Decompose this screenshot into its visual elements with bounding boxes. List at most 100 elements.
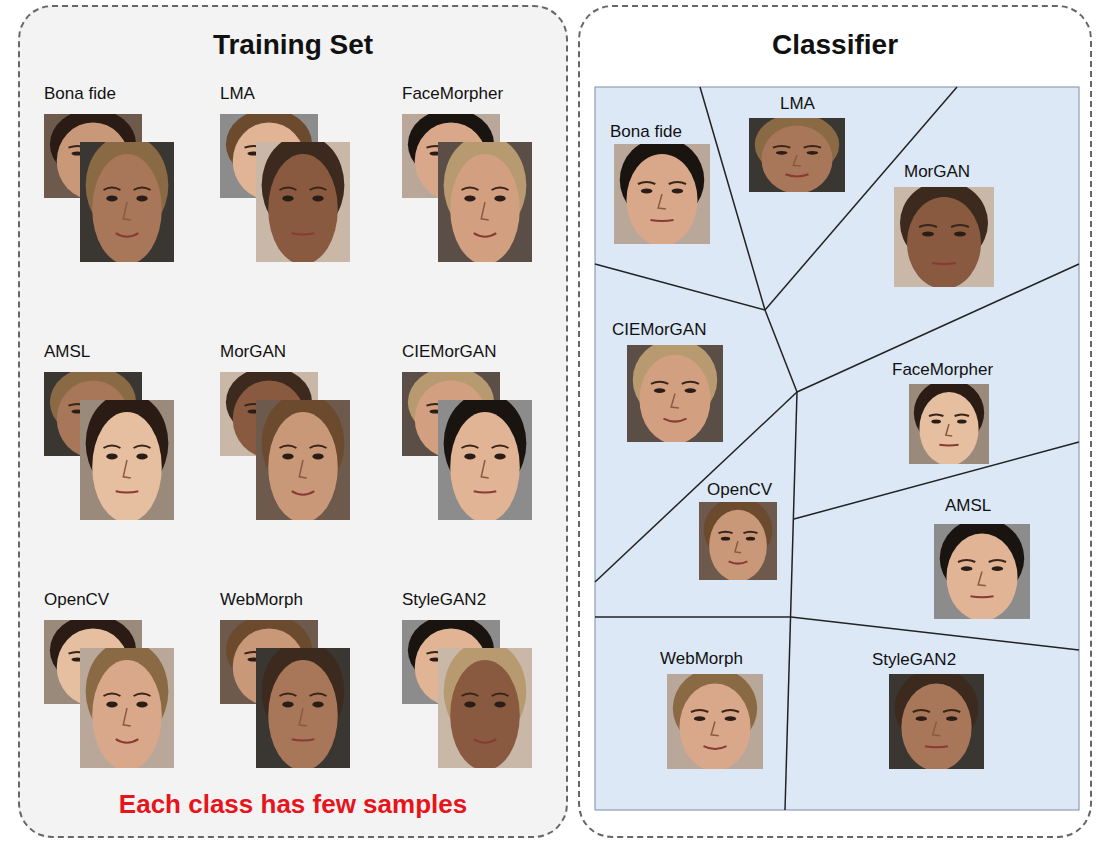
class-label: Bona fide: [44, 84, 116, 104]
eyebrow: [722, 710, 739, 712]
decision-boundary: [595, 616, 791, 618]
eye: [106, 195, 117, 201]
class-label: OpenCV: [44, 590, 109, 610]
nose: [299, 202, 307, 220]
face-skin: [919, 392, 978, 466]
eyebrow: [651, 382, 668, 384]
eye: [464, 195, 475, 201]
face-skin: [901, 684, 971, 771]
eyebrow: [943, 710, 960, 712]
eye: [464, 701, 475, 707]
mouth: [292, 739, 315, 740]
eyebrow: [462, 694, 479, 696]
mouth: [785, 174, 808, 176]
eyebrow: [310, 188, 327, 190]
training-panel: Training SetEach class has few samplesBo…: [18, 5, 568, 838]
face-skin: [92, 660, 162, 770]
eye: [946, 716, 957, 721]
mouth: [292, 491, 315, 495]
nose: [933, 722, 941, 736]
feature-space: [595, 87, 1079, 810]
eye: [282, 701, 293, 707]
eye: [654, 388, 666, 393]
eyebrow: [958, 560, 975, 562]
eye: [992, 566, 1004, 571]
face-skin: [709, 510, 767, 582]
eyebrow: [492, 694, 509, 696]
nose: [123, 460, 131, 478]
class-label: LMA: [780, 94, 815, 114]
eye: [136, 195, 147, 201]
face-skin: [450, 412, 520, 522]
eye: [106, 701, 117, 707]
eye: [725, 716, 737, 721]
class-label: FaceMorpher: [892, 360, 993, 380]
eye: [807, 151, 819, 155]
decision-boundary: [791, 617, 1079, 650]
nose: [299, 708, 307, 726]
nose: [793, 155, 801, 166]
eye: [464, 453, 475, 459]
eyebrow: [134, 188, 151, 190]
eye: [136, 701, 147, 707]
face-photo: [909, 379, 989, 465]
eyebrow: [989, 560, 1006, 562]
eyebrow: [310, 694, 327, 696]
eyebrow: [951, 225, 969, 227]
decision-boundary: [595, 264, 765, 310]
eyebrow: [913, 710, 930, 712]
face-skin: [268, 412, 338, 522]
nose: [946, 424, 952, 436]
eyebrow: [743, 532, 757, 534]
face-skin: [268, 660, 338, 770]
class-label: FaceMorpher: [402, 84, 503, 104]
nose: [123, 202, 131, 220]
class-label: WebMorph: [660, 649, 743, 669]
mouth: [703, 746, 726, 749]
class-label: StyleGAN2: [402, 590, 486, 610]
class-label: Bona fide: [610, 122, 682, 142]
class-label: OpenCV: [707, 480, 772, 500]
eye: [954, 232, 966, 237]
face-photo: [934, 518, 1030, 621]
class-label: MorGAN: [904, 162, 970, 182]
face-photo: [438, 393, 532, 523]
class-label: AMSL: [44, 342, 90, 362]
face-photo: [614, 138, 710, 246]
mouth: [932, 263, 956, 264]
eyebrow: [310, 446, 327, 448]
eye: [282, 453, 293, 459]
eyebrow: [134, 694, 151, 696]
eye: [312, 195, 323, 201]
mouth: [474, 233, 497, 237]
eyebrow: [492, 188, 509, 190]
face-skin: [761, 125, 832, 193]
eyebrow: [929, 414, 943, 416]
eye: [694, 716, 706, 721]
eye: [961, 566, 973, 571]
face-photo: [256, 641, 350, 771]
eye: [957, 420, 967, 424]
nose: [123, 708, 131, 726]
nose: [299, 460, 307, 478]
eye: [922, 232, 934, 237]
panel-title: Training Set: [20, 29, 566, 61]
face-photo: [438, 641, 532, 771]
eye: [672, 189, 684, 194]
face-skin: [450, 154, 520, 264]
face-photo: [894, 181, 994, 289]
classifier-panel: ClassifierLMABona fideMorGANCIEMorGANFac…: [578, 5, 1092, 838]
face-photo: [80, 393, 174, 523]
nose: [481, 202, 489, 220]
eyebrow: [134, 446, 151, 448]
face-photo: [749, 114, 845, 194]
eye: [494, 195, 505, 201]
face-skin: [907, 197, 981, 289]
eyebrow: [804, 146, 821, 147]
illustration: [20, 7, 566, 836]
face-photo: [256, 135, 350, 265]
eye: [494, 701, 505, 707]
mouth: [474, 491, 497, 492]
face-skin: [268, 154, 338, 264]
face-photo: [80, 641, 174, 771]
